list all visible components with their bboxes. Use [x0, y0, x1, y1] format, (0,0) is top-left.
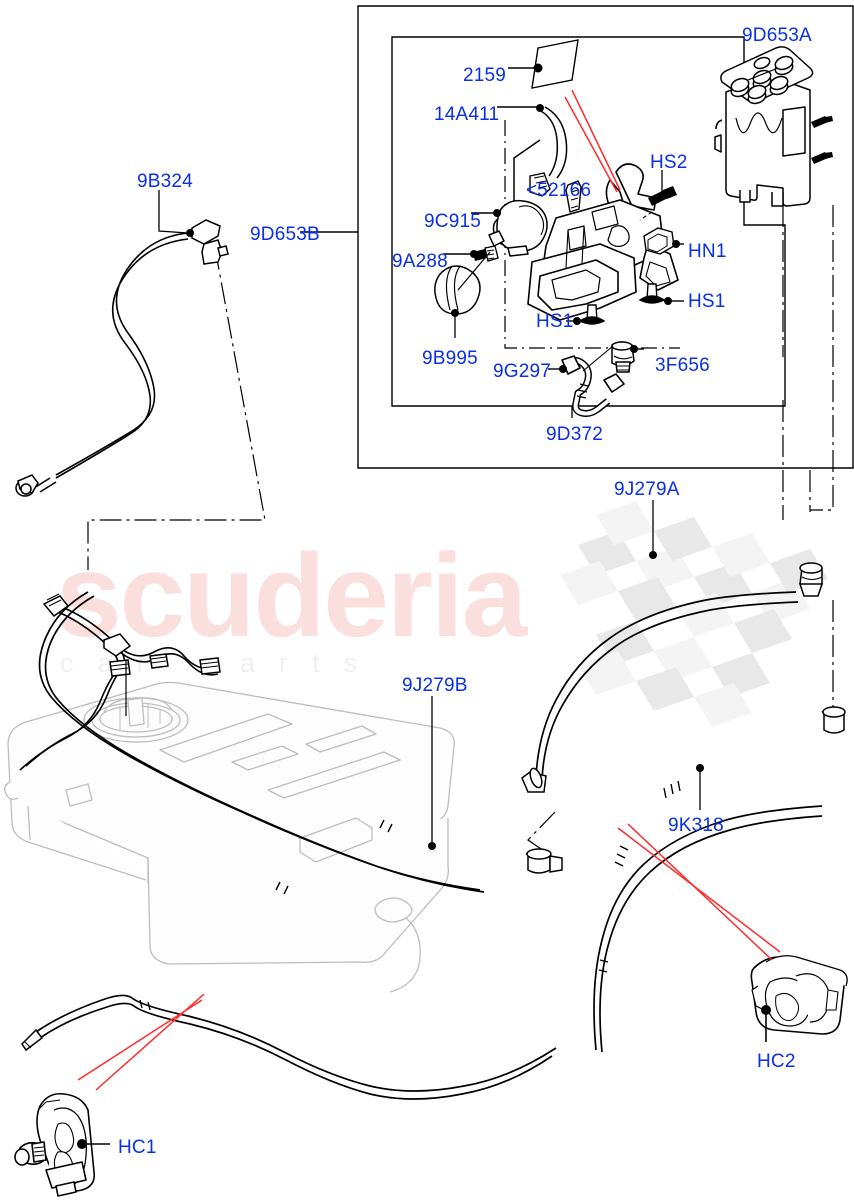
part-9K318-tube	[593, 805, 823, 1053]
dot-9B324	[186, 229, 194, 237]
part-9B324-connector	[191, 219, 229, 265]
callout-2159[interactable]: 2159	[463, 65, 507, 86]
red-exploded-leaders-top	[564, 89, 621, 193]
callout-9D372[interactable]: 9D372	[546, 424, 603, 445]
part-9J279B-ribs	[275, 819, 393, 895]
dot-9J279A	[649, 551, 657, 559]
part-9B324-vent-hose	[33, 232, 189, 493]
callout-HN1[interactable]: HN1	[688, 241, 727, 262]
bottom-fuel-tube	[35, 994, 557, 1100]
dot-2159	[533, 63, 543, 73]
bottom-tube-ribs	[139, 999, 151, 1011]
part-HN1-nut	[643, 227, 675, 255]
callout-9G297[interactable]: 9G297	[493, 361, 552, 382]
callout-9A288[interactable]: 9A288	[392, 251, 448, 272]
leader-9B324	[158, 190, 189, 234]
dot-9J279B	[428, 842, 436, 850]
part-HC1-clip	[14, 1092, 96, 1197]
part-9J279B-fittings	[525, 848, 563, 874]
callout-14A411[interactable]: 14A411	[434, 104, 500, 125]
part-9A288-bolt	[473, 245, 499, 262]
part-9B995-dust-filter	[434, 265, 481, 315]
part-9D372-bracket-assembly	[527, 163, 679, 321]
part-9G297-purge-hose	[561, 355, 625, 417]
evap-canister-9D653A	[714, 46, 814, 207]
callout-52166[interactable]: <52166	[526, 180, 592, 201]
part-9J279A-fittings	[521, 562, 824, 793]
part-HC2-clip	[750, 955, 848, 1035]
callout-9K318[interactable]: 9K318	[668, 815, 724, 836]
callout-HS2[interactable]: HS2	[650, 152, 688, 173]
callout-9J279B[interactable]: 9J279B	[402, 675, 468, 696]
part-HS1-rivet-left	[578, 304, 606, 325]
part-9C915-purge-valve	[488, 199, 548, 257]
part-9J279A-pipe	[535, 591, 799, 781]
red-leader-HC2	[617, 823, 781, 961]
part-14A411-connector	[529, 172, 551, 197]
tank-top-hose-fittings	[42, 593, 221, 677]
leader-9A288-to-filter	[457, 251, 491, 291]
callout-9B324[interactable]: 9B324	[137, 171, 193, 192]
leader-9G297-to-coupling	[582, 345, 614, 372]
dot-14A411	[536, 104, 544, 112]
canister-screws	[811, 116, 833, 164]
red-leader-HC1	[77, 993, 205, 1091]
part-52166-clip	[565, 180, 582, 213]
callout-HC1[interactable]: HC1	[118, 1137, 157, 1158]
callout-HC2[interactable]: HC2	[757, 1051, 796, 1072]
part-14A411-harness	[513, 106, 568, 213]
part-HS1-rivet-right	[638, 283, 666, 304]
checkered-flag-icon	[560, 501, 828, 727]
part-2159-label-plate	[531, 39, 579, 89]
part-3F656-coupling	[611, 341, 635, 373]
part-9K318-fittings	[821, 706, 846, 734]
part-9B324-end-fitting	[15, 474, 39, 497]
group-frame-9D653B	[300, 5, 854, 469]
callout-9B995[interactable]: 9B995	[422, 348, 478, 369]
tank-top-hoses	[19, 607, 219, 771]
callout-9D653B[interactable]: 9D653B	[250, 224, 320, 245]
part-9J279B-pipe	[38, 591, 485, 893]
part-HS2-screw	[639, 186, 677, 221]
callout-HS1-right[interactable]: HS1	[688, 291, 726, 312]
dot-9C915	[493, 209, 501, 217]
callout-9C915[interactable]: 9C915	[424, 211, 481, 232]
callout-HS1-left[interactable]: HS1	[536, 311, 574, 332]
bottom-tube-end	[21, 1028, 44, 1052]
callout-3F656[interactable]: 3F656	[655, 355, 710, 376]
fuel-tank	[4, 681, 455, 993]
callout-9D653A[interactable]: 9D653A	[742, 25, 812, 46]
callout-9J279A[interactable]: 9J279A	[614, 479, 680, 500]
dot-9A288	[470, 250, 478, 258]
part-9K318-ribs	[598, 780, 681, 973]
